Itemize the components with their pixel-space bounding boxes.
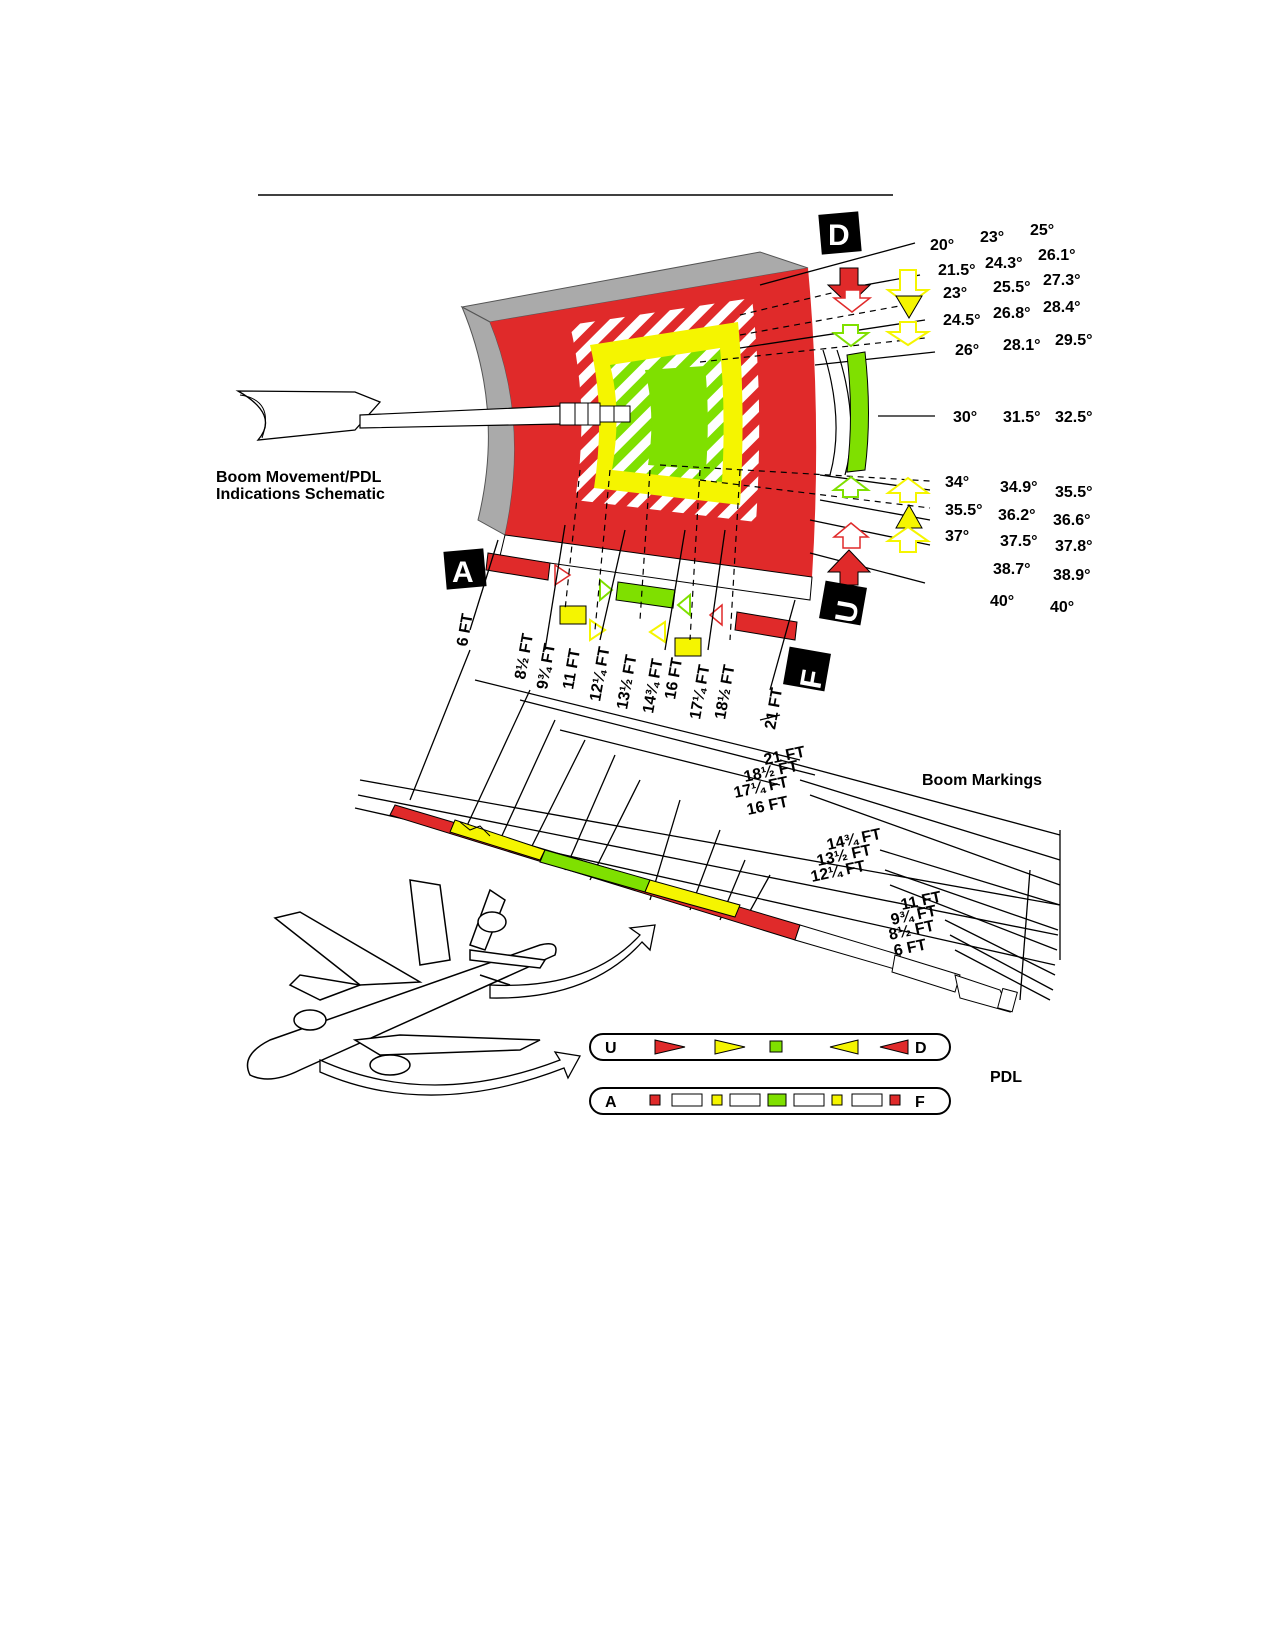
svg-text:28.1°: 28.1° [1003,337,1041,354]
svg-text:37.5°: 37.5° [1000,533,1038,550]
svg-text:23°: 23° [943,285,967,302]
svg-text:38.9°: 38.9° [1053,567,1091,584]
svg-text:38.7°: 38.7° [993,561,1031,578]
svg-text:30°: 30° [953,409,977,426]
schematic-title-line1: Boom Movement/PDL [216,469,382,486]
svg-text:D: D [828,219,850,252]
svg-text:21.5°: 21.5° [938,262,976,279]
svg-text:13½ FT: 13½ FT [614,653,640,710]
svg-text:F: F [794,667,830,691]
pdl-title: PDL [990,1069,1022,1086]
svg-text:25°: 25° [1030,222,1054,239]
up-yellow-arrow [895,503,923,529]
svg-text:23°: 23° [980,229,1004,246]
svg-text:40°: 40° [1050,599,1074,616]
svg-text:34°: 34° [945,474,969,491]
svg-text:A: A [452,556,474,589]
svg-text:37.8°: 37.8° [1055,538,1093,555]
boom-probe [235,390,631,441]
down-yellow-arrow [895,295,923,319]
svg-text:25.5°: 25.5° [993,279,1031,296]
envelope-panel [460,251,817,601]
svg-text:26.1°: 26.1° [1038,247,1076,264]
panel-green-core [645,366,708,470]
right-scale-curve [822,349,837,476]
letter-a-box: A [443,548,487,590]
svg-text:14¾ FT: 14¾ FT [640,657,666,714]
up-down-arrows [826,267,932,586]
svg-text:32.5°: 32.5° [1055,409,1093,426]
boom-markings-lines [354,649,1061,1001]
letter-f-box: F [783,646,831,692]
extension-leader-lines [469,469,796,691]
panel-white-band [499,534,813,601]
svg-text:8½ FT: 8½ FT [512,632,537,681]
svg-text:21 FT: 21 FT [762,686,786,730]
up-green-bar [846,351,869,473]
svg-text:A: A [605,1094,617,1111]
svg-text:35.5°: 35.5° [1055,484,1093,501]
svg-text:12¼ FT: 12¼ FT [587,645,613,702]
svg-text:11 FT: 11 FT [560,647,584,690]
svg-text:26°: 26° [955,342,979,359]
svg-text:24.5°: 24.5° [943,312,981,329]
pdl-strip-top: U D [589,1033,951,1061]
svg-text:34.9°: 34.9° [1000,479,1038,496]
svg-text:18½ FT: 18½ FT [712,663,738,720]
letter-d-box: D [818,211,862,255]
svg-text:35.5°: 35.5° [945,502,983,519]
svg-text:26.8°: 26.8° [993,305,1031,322]
svg-text:24.3°: 24.3° [985,255,1023,272]
svg-text:36.2°: 36.2° [998,507,1036,524]
boom-body [389,804,1018,1013]
curved-arrow-lower [319,1051,582,1096]
letter-u-box: U [819,580,867,626]
svg-text:17¼ FT: 17¼ FT [687,663,713,720]
up-red-arrow [826,549,872,586]
svg-text:37°: 37° [945,528,969,545]
svg-text:40°: 40° [990,593,1014,610]
schematic-title-line2: Indications Schematic [216,486,385,503]
boom-markings-title: Boom Markings [922,772,1042,789]
svg-text:U: U [605,1040,617,1057]
svg-text:6 FT: 6 FT [892,936,928,960]
svg-text:31.5°: 31.5° [1003,409,1041,426]
af-indicator-bars [485,552,798,657]
pdl-strip-bottom: A F [589,1087,951,1115]
curved-arrow-upper [489,924,656,999]
angle-labels: 20° 23° 25° 21.5° 24.3° 26.1° 23° 25.5° … [930,222,1093,616]
svg-text:27.3°: 27.3° [1043,272,1081,289]
svg-text:28.4°: 28.4° [1043,299,1081,316]
svg-text:9¾ FT: 9¾ FT [534,642,559,691]
svg-text:36.6°: 36.6° [1053,512,1091,529]
svg-text:6 FT: 6 FT [454,612,476,648]
svg-text:D: D [915,1040,927,1057]
tanker-aircraft [246,879,557,1080]
svg-text:F: F [915,1094,925,1111]
svg-text:20°: 20° [930,237,954,254]
svg-text:29.5°: 29.5° [1055,332,1093,349]
